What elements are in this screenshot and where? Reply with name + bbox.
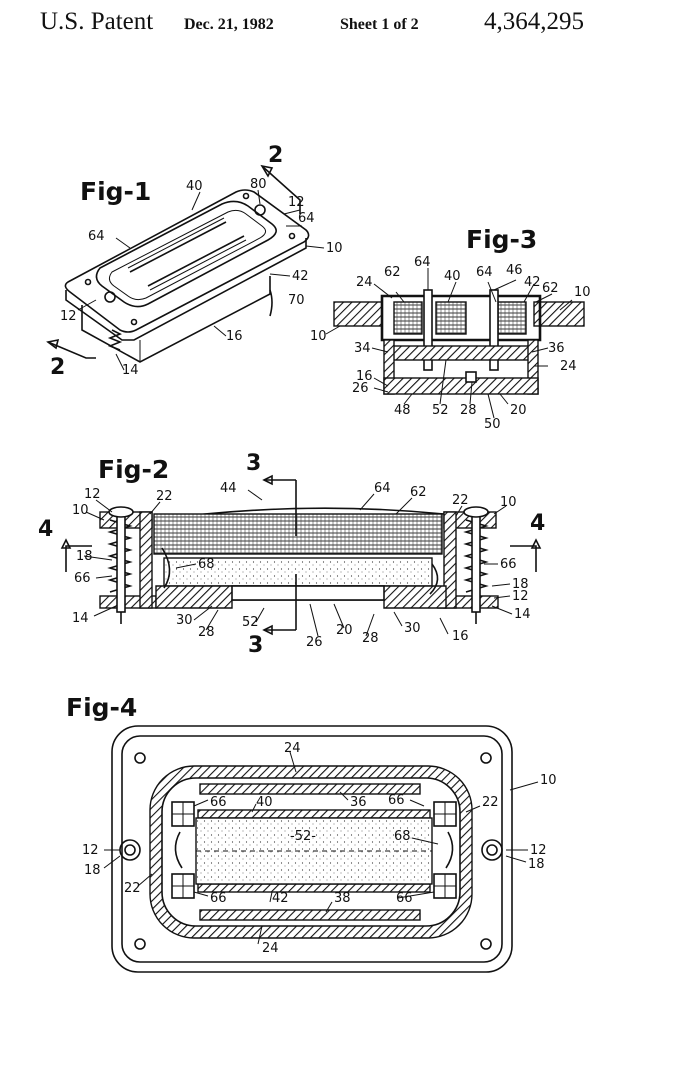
fig3-ref-24-top: 24 [356, 275, 373, 290]
fig2-ref-20: 20 [336, 623, 353, 638]
fig3-ref-42: 42 [524, 275, 541, 290]
figure-2: Fig-2 [38, 451, 545, 658]
patent-date: Dec. 21, 1982 [184, 16, 274, 33]
fig2-ref-14-right: 14 [514, 607, 531, 622]
fig2-ref-28-left: 28 [198, 625, 215, 640]
fig3-ref-62-right: 62 [542, 281, 559, 296]
fig1-ref-80: 80 [250, 177, 267, 192]
fig2-ref-18-right: 18 [512, 577, 529, 592]
fig2-ref-52: 52 [242, 615, 259, 630]
figure-1: Fig-1 [46, 143, 343, 380]
fig3-ref-64-right: 64 [476, 265, 493, 280]
patent-number: 4,364,295 [484, 8, 584, 35]
fig4-ref-24-top: 24 [284, 741, 301, 756]
fig2-section-4-right: 4 [530, 511, 545, 536]
fig1-ref-64-left: 64 [88, 229, 105, 244]
fig3-ref-50: 50 [484, 417, 501, 432]
fig1-ref-12-left: 12 [60, 309, 77, 324]
fig3-title: Fig-3 [466, 225, 537, 254]
fig3-ref-40: 40 [444, 269, 461, 284]
fig2-ref-16: 16 [452, 629, 469, 644]
fig2-ref-22-right: 22 [452, 493, 469, 508]
fig1-title: Fig-1 [80, 177, 151, 206]
fig3-ref-62-left: 62 [384, 265, 401, 280]
fig3-ref-28: 28 [460, 403, 477, 418]
fig2-section-3-bottom: 3 [248, 633, 263, 658]
fig3-ref-34: 34 [354, 341, 371, 356]
fig1-ref-70: 70 [288, 293, 305, 308]
fig2-title: Fig-2 [98, 455, 169, 484]
fig4-ref-22-right: 22 [482, 795, 499, 810]
fig2-ref-68: 68 [198, 557, 215, 572]
fig2-ref-28-right: 28 [362, 631, 379, 646]
fig3-ref-48: 48 [394, 403, 411, 418]
fig2-ref-22-left: 22 [156, 489, 173, 504]
fig1-ref-14: 14 [122, 363, 139, 378]
fig4-ref-66-bottom-left: 66 [210, 891, 227, 906]
fig4-ref-38: 38 [334, 891, 351, 906]
fig4-ref-40: 40 [256, 795, 273, 810]
fig2-ref-64: 64 [374, 481, 391, 496]
fig2-ref-30-right: 30 [404, 621, 421, 636]
fig2-ref-14-left: 14 [72, 611, 89, 626]
fig3-ref-52: 52 [432, 403, 449, 418]
fig3-ref-46: 46 [506, 263, 523, 278]
fig4-ref-12-left: 12 [82, 843, 99, 858]
fig2-ref-66-left: 66 [74, 571, 91, 586]
fig1-section-2-top: 2 [268, 143, 283, 168]
fig4-ref-18-right: 18 [528, 857, 545, 872]
fig2-ref-10-left: 10 [72, 503, 89, 518]
fig2-ref-18-left: 18 [76, 549, 93, 564]
fig4-ref-42: 42 [272, 891, 289, 906]
fig4-ref-36: 36 [350, 795, 367, 810]
fig3-ref-20: 20 [510, 403, 527, 418]
fig4-ref-10: 10 [540, 773, 557, 788]
fig2-ref-66-right: 66 [500, 557, 517, 572]
fig2-ref-12-right: 12 [512, 589, 529, 604]
sheet-number: Sheet 1 of 2 [340, 16, 419, 33]
fig4-ref-68: 68 [394, 829, 411, 844]
fig1-ref-64-right: 64 [298, 211, 315, 226]
fig4-ref-12-right: 12 [530, 843, 547, 858]
fig3-ref-26: 26 [352, 381, 369, 396]
fig1-section-2-bottom: 2 [50, 355, 65, 380]
fig1-ref-42: 42 [292, 269, 309, 284]
fig2-ref-12: 12 [84, 487, 101, 502]
fig4-ref-52: -52- [290, 829, 316, 844]
figure-3: Fig-3 [310, 225, 591, 432]
fig3-ref-10-right: 10 [574, 285, 591, 300]
fig4-ref-66-top-left: 66 [210, 795, 227, 810]
patent-header-label: U.S. Patent [40, 8, 154, 35]
fig4-ref-66-bottom-right: 66 [396, 891, 413, 906]
figure-4: Fig-4 [66, 693, 557, 973]
fig2-ref-30-left: 30 [176, 613, 193, 628]
fig3-ref-36: 36 [548, 341, 565, 356]
fig1-ref-16: 16 [226, 329, 243, 344]
fig1-ref-12-top: 12 [288, 195, 305, 210]
fig4-ref-22-left: 22 [124, 881, 141, 896]
fig2-ref-62: 62 [410, 485, 427, 500]
fig1-ref-10: 10 [326, 241, 343, 256]
fig2-ref-26: 26 [306, 635, 323, 650]
fig3-ref-64-left: 64 [414, 255, 431, 270]
fig2-ref-44: 44 [220, 481, 237, 496]
fig2-ref-10-right: 10 [500, 495, 517, 510]
fig4-ref-66-top-right: 66 [388, 793, 405, 808]
fig3-ref-10-left: 10 [310, 329, 327, 344]
fig4-ref-24-bottom: 24 [262, 941, 279, 956]
fig2-section-3-top: 3 [246, 451, 261, 476]
fig3-ref-24-right: 24 [560, 359, 577, 374]
fig2-section-4-left: 4 [38, 517, 53, 542]
fig4-title: Fig-4 [66, 693, 137, 722]
fig1-ref-40: 40 [186, 179, 203, 194]
fig3-ref-16: 16 [356, 369, 373, 384]
fig4-ref-18-left: 18 [84, 863, 101, 878]
